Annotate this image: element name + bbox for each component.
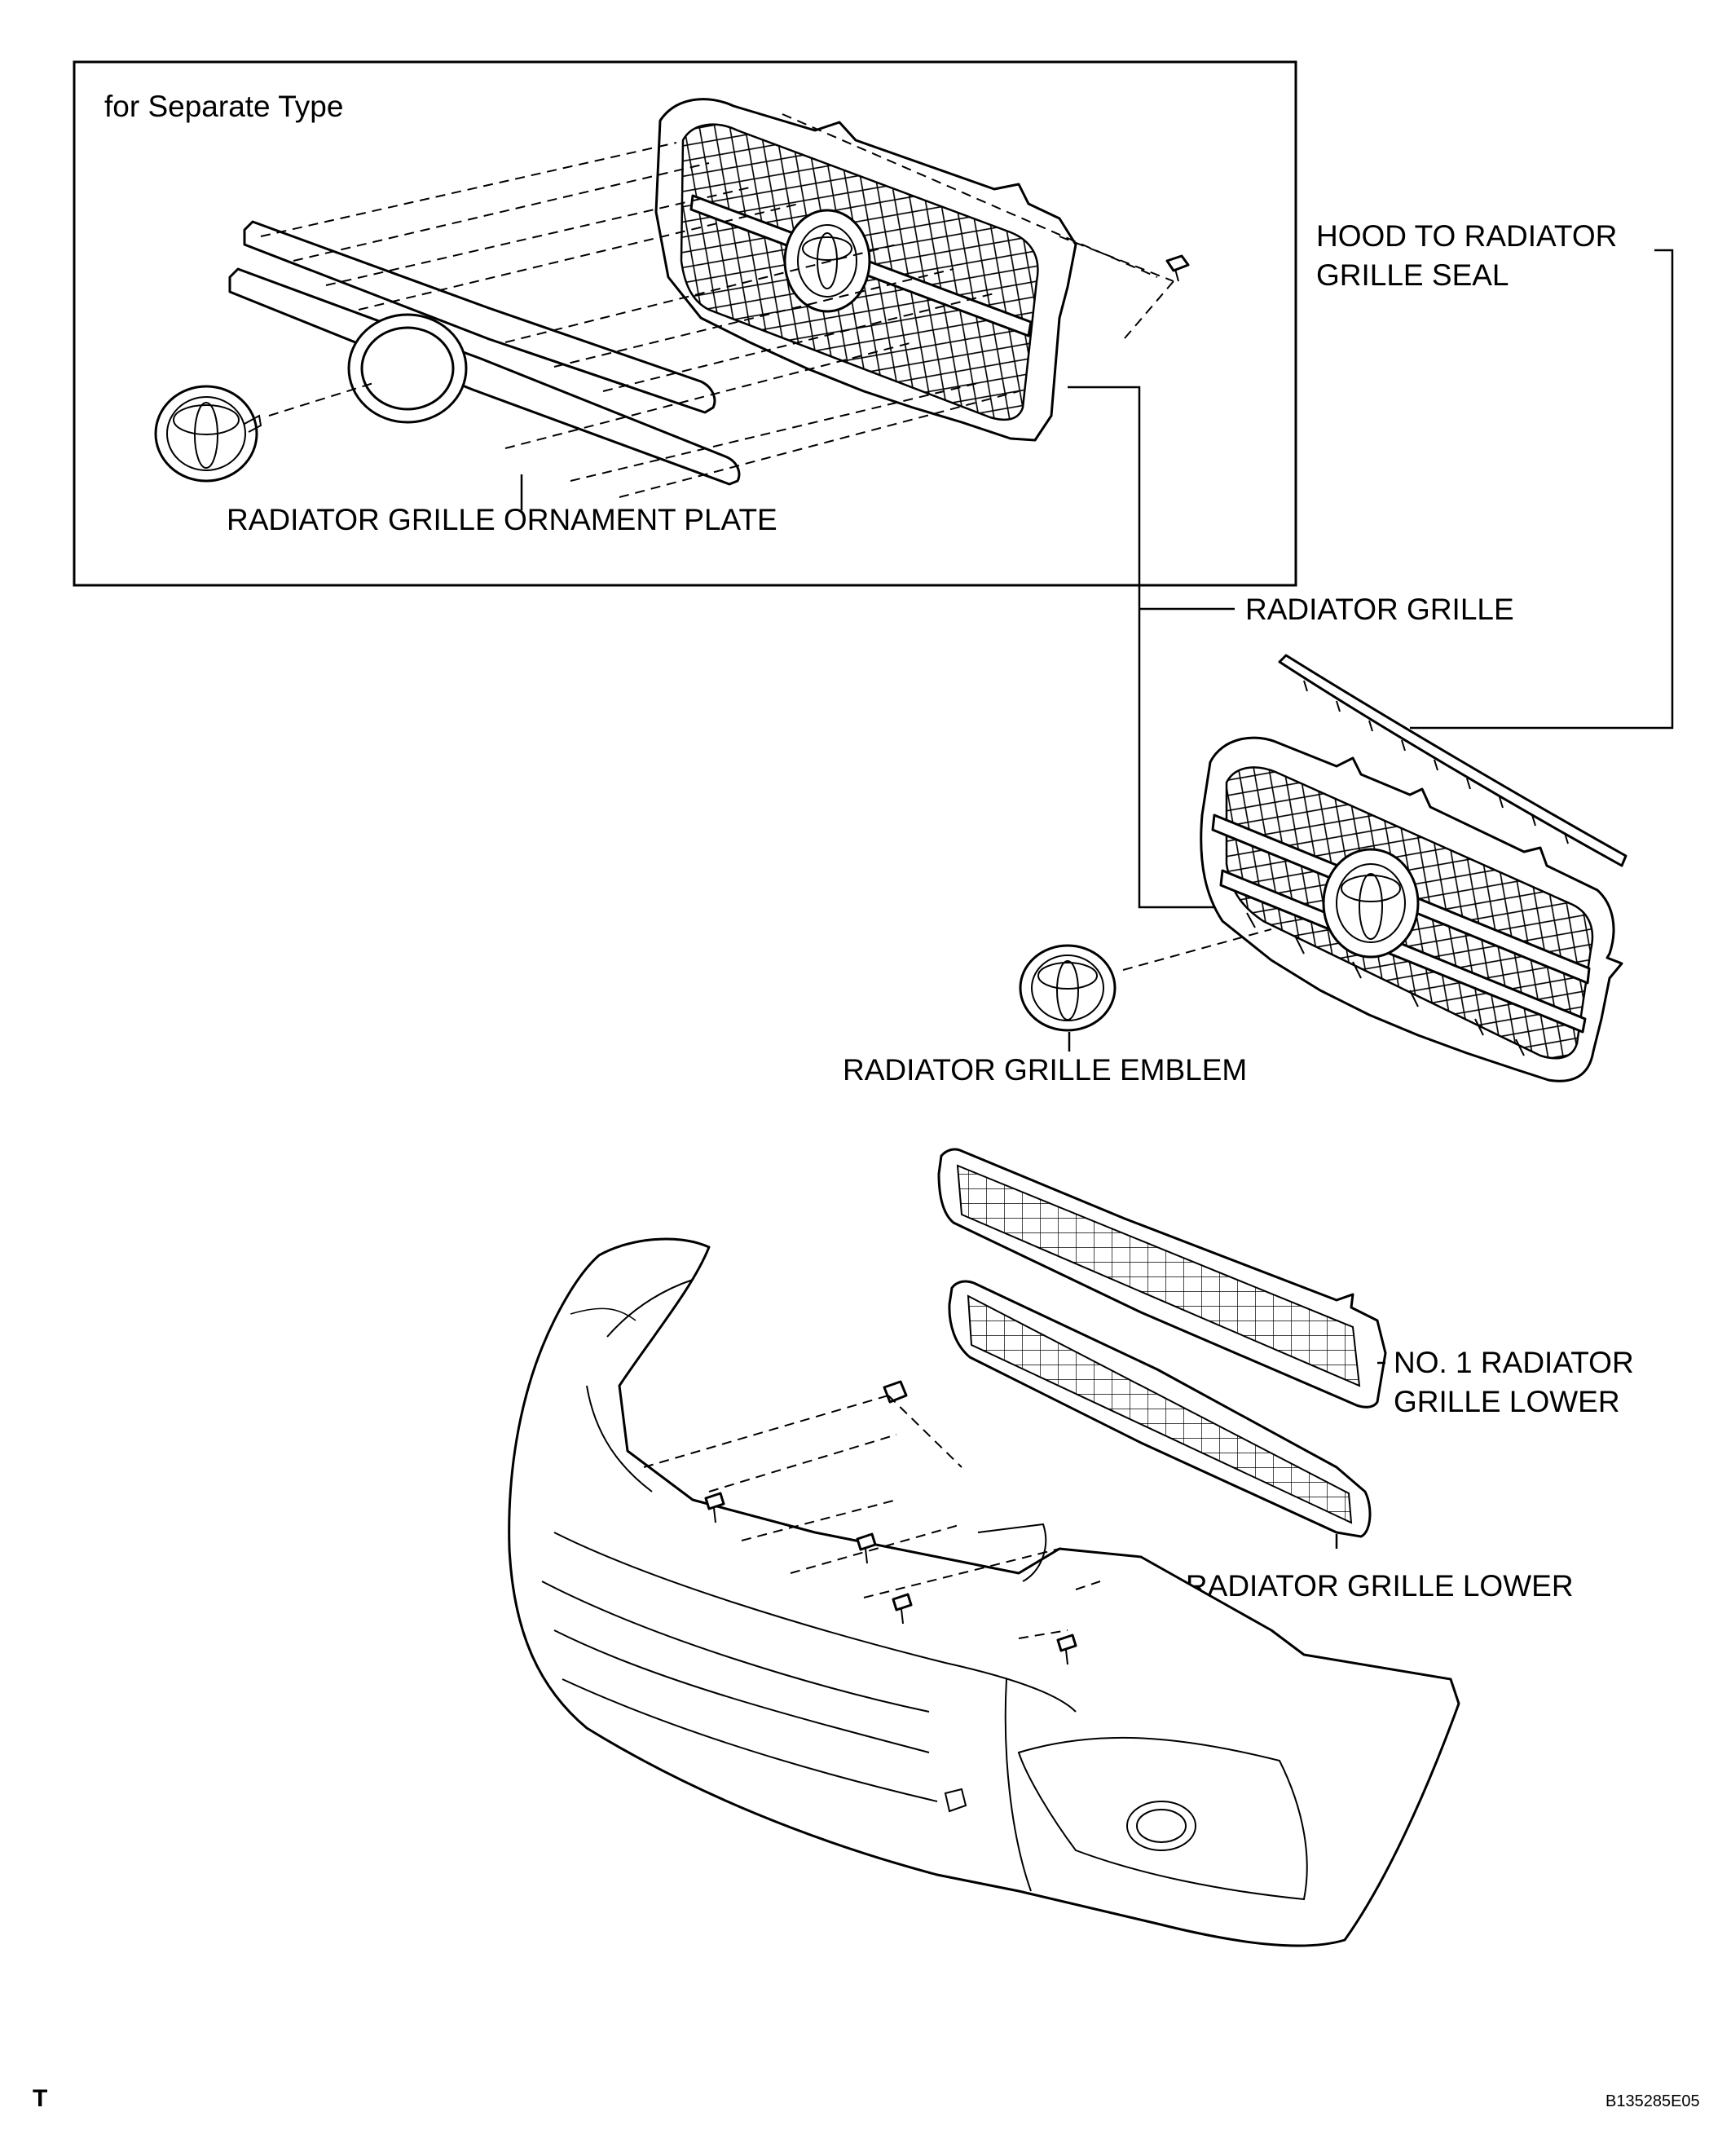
clip-nut-icon [883,1380,908,1404]
radiator-grille-ornament-plate [228,220,741,486]
screw-icon [704,1492,725,1523]
grille-emblem-mount [1322,848,1420,959]
separate-type-inset: for Separate Type [73,60,1297,587]
label-ornament-plate: RADIATOR GRILLE ORNAMENT PLATE [227,503,777,536]
label-hood-seal-line1: HOOD TO RADIATOR [1316,219,1617,253]
figure-code: B135285E05 [1605,2092,1700,2110]
screw-icon [892,1593,913,1625]
screw-icon [1056,1634,1077,1665]
label-lower1-line1: NO. 1 RADIATOR [1394,1346,1634,1379]
label-grille-emblem: RADIATOR GRILLE EMBLEM [843,1053,1247,1087]
corner-mark: T [33,2085,47,2112]
clip-icon [1165,254,1190,282]
label-hood-seal-line2: GRILLE SEAL [1316,258,1509,292]
label-lower1-line2: GRILLE LOWER [1394,1385,1620,1418]
screw-icon [856,1532,877,1564]
hood-to-radiator-grille-seal: HOOD TO RADIATOR GRILLE SEAL [1278,219,1674,867]
front-bumper-cover [508,1237,1460,1947]
inset-assembly-lines [260,113,1174,498]
toyota-emblem-separate [154,385,262,483]
radiator-grille-emblem: RADIATOR GRILLE EMBLEM [843,928,1272,1087]
label-radiator-grille: RADIATOR GRILLE [1245,593,1514,626]
radiator-grille: RADIATOR GRILLE [1068,386,1623,1082]
upper-radiator-grille-separate [654,98,1077,442]
bumper-fasteners [643,1380,1101,1665]
inset-border [73,60,1297,587]
no1-radiator-grille-lower: NO. 1 RADIATOR GRILLE LOWER [937,1148,1634,1418]
inset-title: for Separate Type [104,90,343,123]
